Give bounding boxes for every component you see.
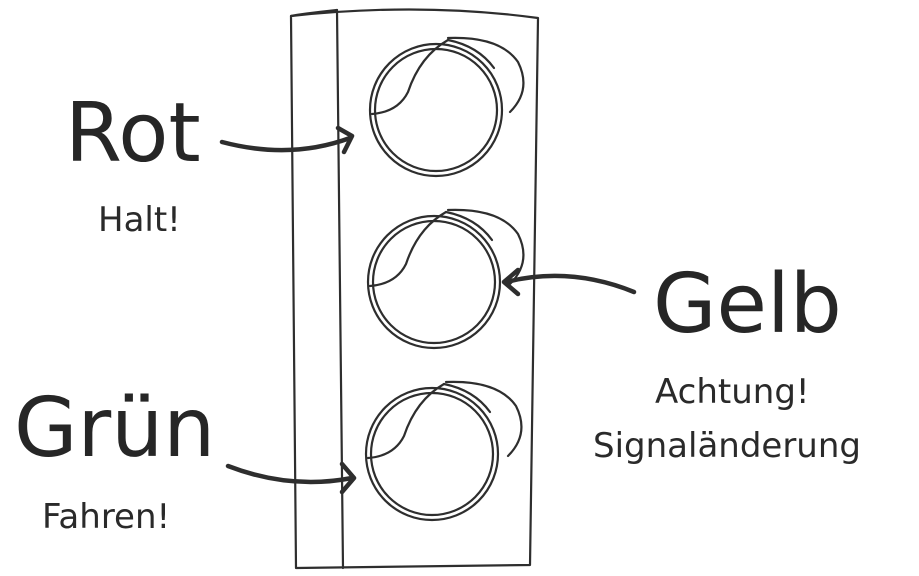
label-green-title: Grün (14, 381, 215, 476)
label-red-subtitle: Halt! (98, 200, 181, 240)
label-yellow-title: Gelb (653, 257, 842, 352)
lamp-red (368, 36, 525, 178)
lamp-green (364, 380, 523, 522)
traffic-light-housing (289, 8, 540, 570)
label-green-subtitle: Fahren! (42, 497, 170, 537)
label-yellow-subtitle-line2: Signaländerung (593, 426, 861, 466)
label-red-title: Rot (65, 86, 201, 181)
arrow-yellow (501, 267, 637, 297)
label-yellow-subtitle-line1: Achtung! (655, 372, 810, 412)
arrow-red (219, 125, 355, 155)
lamp-yellow (366, 208, 525, 350)
arrow-green (225, 461, 357, 495)
